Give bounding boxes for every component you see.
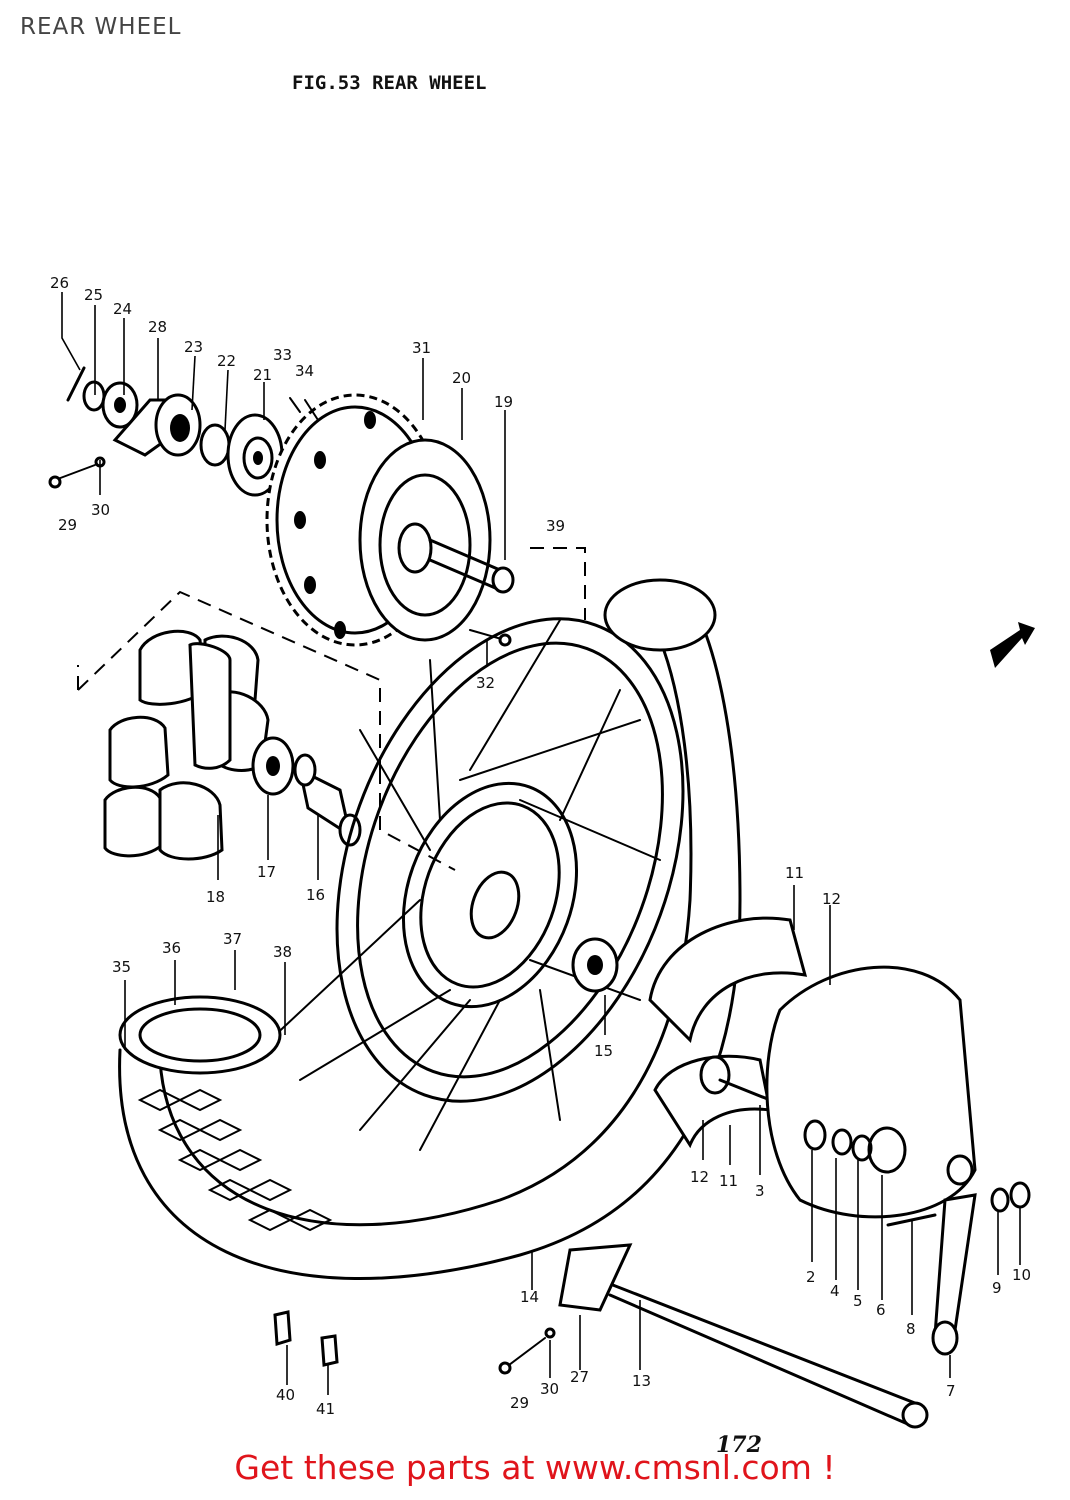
rear-tire bbox=[118, 578, 742, 1280]
footer-parts-link[interactable]: Get these parts at www.cmsnl.com ! bbox=[234, 1448, 836, 1487]
callout-15: 15 bbox=[594, 1042, 613, 1060]
callout-24: 24 bbox=[113, 300, 132, 318]
callout-13: 13 bbox=[632, 1372, 651, 1390]
callout-11-upper: 11 bbox=[785, 864, 804, 882]
callout-30-bottom: 30 bbox=[540, 1380, 559, 1398]
callout-26: 26 bbox=[50, 274, 69, 292]
callout-28: 28 bbox=[148, 318, 167, 336]
assembly-dashed-outline bbox=[77, 547, 586, 871]
callout-27: 27 bbox=[570, 1368, 589, 1386]
callout-9: 9 bbox=[992, 1279, 1002, 1297]
callout-17: 17 bbox=[257, 863, 276, 881]
callout-3: 3 bbox=[755, 1182, 765, 1200]
page-header-title: REAR WHEEL bbox=[20, 14, 182, 40]
callout-32: 32 bbox=[476, 674, 495, 692]
callout-19: 19 bbox=[494, 393, 513, 411]
callout-12-upper: 12 bbox=[822, 890, 841, 908]
callout-8: 8 bbox=[906, 1320, 916, 1338]
callout-leader-lines bbox=[61, 292, 1021, 1395]
callout-33: 33 bbox=[273, 346, 292, 364]
brake-panel bbox=[765, 965, 977, 1219]
callout-18: 18 bbox=[206, 888, 225, 906]
callout-30-top: 30 bbox=[91, 501, 110, 519]
callout-10: 10 bbox=[1012, 1266, 1031, 1284]
hub-bearing bbox=[571, 937, 619, 993]
page-number: 172 bbox=[716, 1432, 762, 1458]
callout-38: 38 bbox=[273, 943, 292, 961]
callout-22: 22 bbox=[217, 352, 236, 370]
callout-29-top: 29 bbox=[58, 516, 77, 534]
callout-6: 6 bbox=[876, 1301, 886, 1319]
callout-7: 7 bbox=[946, 1382, 956, 1400]
callout-14: 14 bbox=[520, 1288, 539, 1306]
callout-16: 16 bbox=[306, 886, 325, 904]
callout-40: 40 bbox=[276, 1386, 295, 1404]
callout-11-lower: 11 bbox=[719, 1172, 738, 1190]
rear-axle bbox=[498, 1243, 929, 1429]
callout-12-lower: 12 bbox=[690, 1168, 709, 1186]
callout-20: 20 bbox=[452, 369, 471, 387]
callout-37: 37 bbox=[223, 930, 242, 948]
callout-31: 31 bbox=[412, 339, 431, 357]
callout-23: 23 bbox=[184, 338, 203, 356]
callout-25: 25 bbox=[84, 286, 103, 304]
wheel-bearing-and-spacer bbox=[251, 736, 362, 847]
callout-21: 21 bbox=[253, 366, 272, 384]
cush-drive-rubbers bbox=[103, 629, 270, 861]
callout-labels: 26 25 24 28 23 22 33 34 21 31 20 19 29 3… bbox=[50, 274, 1031, 1418]
front-direction-arrow-icon bbox=[990, 622, 1035, 668]
callout-41: 41 bbox=[316, 1400, 335, 1418]
sprocket-carrier bbox=[289, 397, 515, 647]
callout-5: 5 bbox=[853, 1292, 863, 1310]
figure-title: FIG.53 REAR WHEEL bbox=[292, 72, 487, 94]
brake-shoes bbox=[648, 916, 808, 1149]
axle-spacer-stack bbox=[48, 366, 284, 497]
brake-arm bbox=[886, 1181, 1031, 1356]
callout-29-bottom: 29 bbox=[510, 1394, 529, 1412]
spoked-wheel-rim bbox=[269, 617, 685, 1151]
callout-34: 34 bbox=[295, 362, 314, 380]
callout-4: 4 bbox=[830, 1282, 840, 1300]
callout-39: 39 bbox=[546, 517, 565, 535]
callout-35: 35 bbox=[112, 958, 131, 976]
callout-36: 36 bbox=[162, 939, 181, 957]
valve-caps bbox=[273, 1310, 339, 1367]
callout-2: 2 bbox=[806, 1268, 816, 1286]
